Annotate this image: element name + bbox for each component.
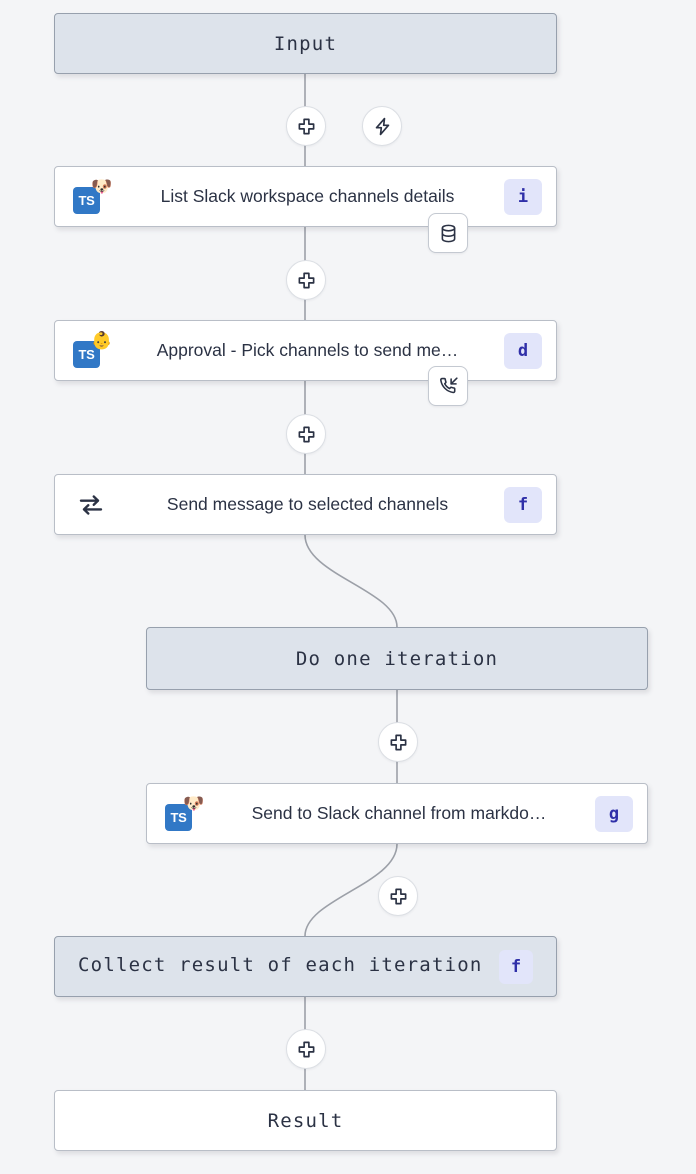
plus-icon <box>390 734 406 750</box>
node-do-one-iteration-label: Do one iteration <box>295 647 499 670</box>
lightning-icon <box>375 117 389 135</box>
node-input[interactable]: Input <box>54 13 557 74</box>
node-letter-badge[interactable]: d <box>504 332 542 369</box>
loop-icon <box>71 486 111 524</box>
add-step-after-input-button[interactable] <box>286 106 326 146</box>
node-input-label: Input <box>273 32 338 55</box>
loop-icon-glyph <box>79 494 103 515</box>
node-result-label: Result <box>267 1109 344 1132</box>
add-step-after-list-channels-button[interactable] <box>286 260 326 300</box>
add-step-after-send-to-slack-button[interactable] <box>378 876 418 916</box>
node-result[interactable]: Result <box>54 1090 557 1151</box>
node-list-slack-workspace-channels[interactable]: TS 🐶 List Slack workspace channels detai… <box>54 166 557 227</box>
node-collect-result-label: Collect result of each iteration <box>78 953 483 976</box>
plus-icon <box>298 118 314 134</box>
typescript-icon: TS 🐶 <box>71 176 113 216</box>
add-step-after-approval-button[interactable] <box>286 414 326 454</box>
phone-incoming-badge[interactable] <box>428 366 468 406</box>
add-trigger-after-input-button[interactable] <box>362 106 402 146</box>
node-send-message-to-selected-channels[interactable]: Send message to selected channels f <box>54 474 557 535</box>
node-approval[interactable]: TS 👶 Approval - Pick channels to send me… <box>54 320 557 381</box>
node-title: Send message to selected channels <box>166 494 449 514</box>
plus-icon <box>298 426 314 442</box>
dog-avatar-icon: 🐶 <box>91 176 113 196</box>
database-icon <box>441 224 455 242</box>
node-letter-badge[interactable]: f <box>498 949 533 984</box>
add-step-after-do-one-iteration-button[interactable] <box>378 722 418 762</box>
ts-badge-label: TS <box>73 340 100 368</box>
node-title: List Slack workspace channels details <box>160 186 455 206</box>
node-collect-result-wrap: Collect result of each iteration f <box>78 949 533 984</box>
node-title: Send to Slack channel from markdo… <box>251 803 547 823</box>
ts-badge-label: TS <box>165 803 192 831</box>
phone-incoming-icon <box>439 376 458 393</box>
node-title: Approval - Pick channels to send me… <box>156 340 459 360</box>
plus-icon <box>390 888 406 904</box>
plus-icon <box>298 272 314 288</box>
typescript-icon: TS 🐶 <box>163 793 205 833</box>
node-collect-result-of-each-iteration[interactable]: Collect result of each iteration f <box>54 936 557 997</box>
add-step-after-collect-result-button[interactable] <box>286 1029 326 1069</box>
ts-badge-label: TS <box>73 186 100 214</box>
node-do-one-iteration[interactable]: Do one iteration <box>146 627 648 690</box>
database-badge[interactable] <box>428 213 468 253</box>
baby-avatar-icon: 👶 <box>91 330 113 350</box>
edge-send-message-to-iteration <box>304 534 398 628</box>
node-send-to-slack-channel[interactable]: TS 🐶 Send to Slack channel from markdo… … <box>146 783 648 844</box>
dog-avatar-icon: 🐶 <box>183 793 205 813</box>
node-letter-badge[interactable]: i <box>504 178 542 215</box>
typescript-icon: TS 👶 <box>71 330 113 370</box>
node-letter-badge[interactable]: f <box>504 486 542 523</box>
plus-icon <box>298 1041 314 1057</box>
node-letter-badge[interactable]: g <box>595 795 633 832</box>
